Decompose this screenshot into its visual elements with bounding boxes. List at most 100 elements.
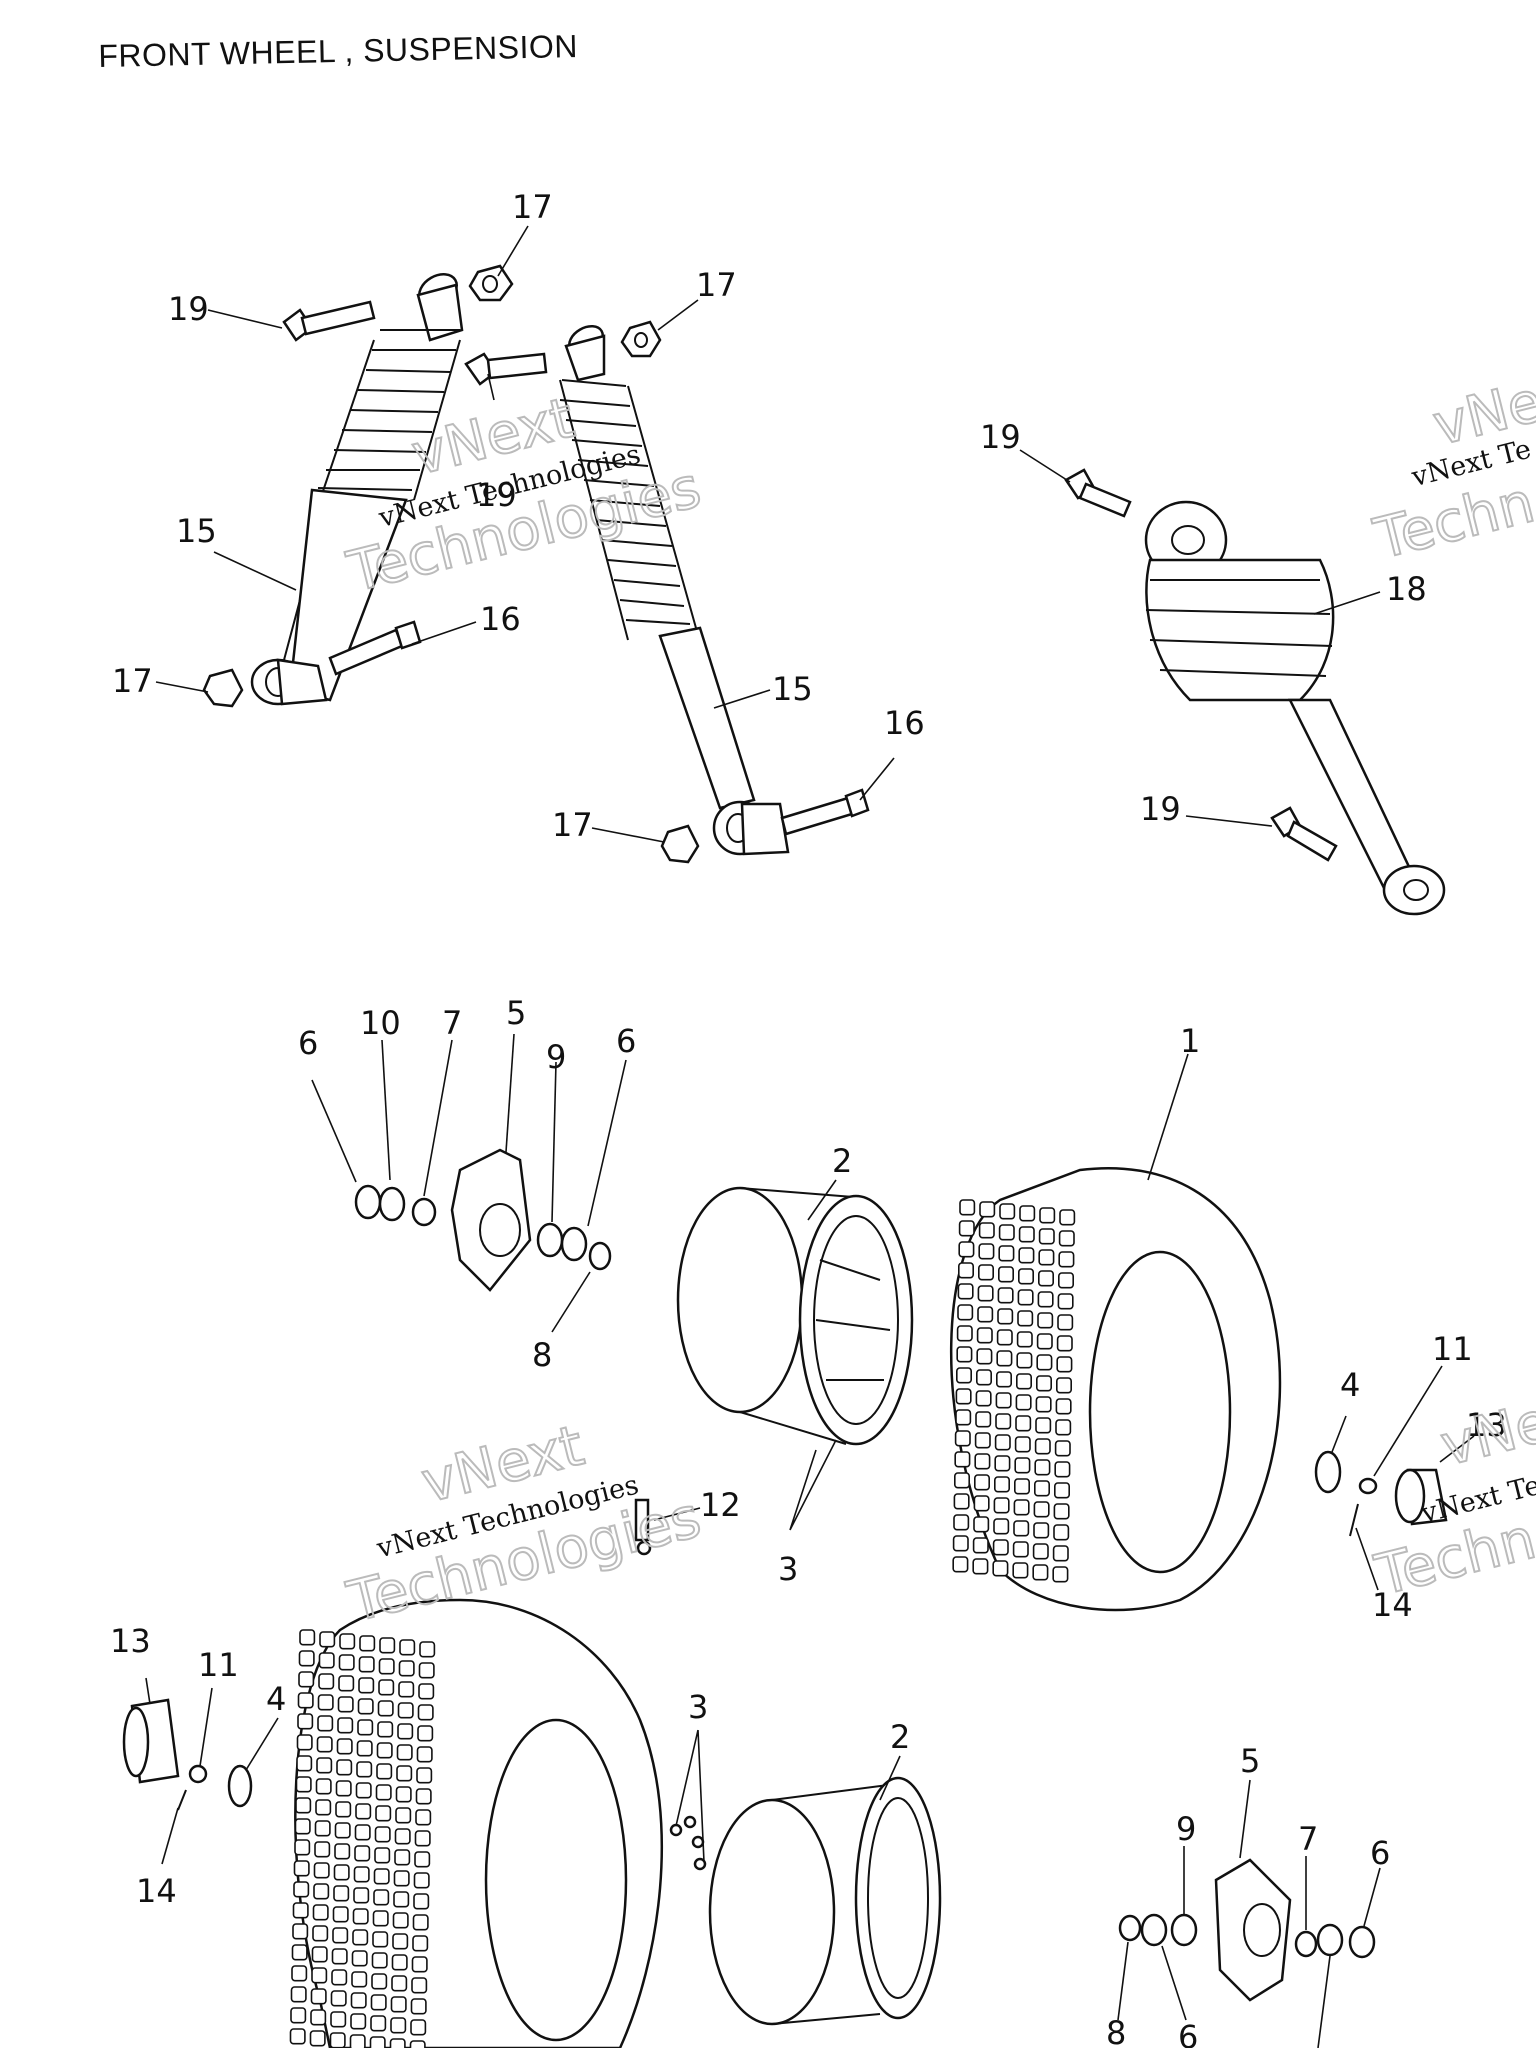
tread-block (395, 1786, 412, 1803)
tread-block (1058, 1230, 1075, 1247)
tread-block (395, 1807, 412, 1824)
hub-bearing-set-upper (354, 1148, 612, 1292)
tread-block (957, 1283, 974, 1300)
tread-block (975, 1369, 992, 1386)
tread-block (396, 1744, 413, 1761)
tread-block (410, 2019, 427, 2036)
bolt-19b (464, 352, 548, 386)
tread-block (289, 2028, 306, 2045)
tread-block (976, 1327, 993, 1344)
tread-block (317, 1694, 334, 1711)
tread-block (310, 2009, 327, 2026)
coil-spring-2 (559, 379, 697, 641)
callout-8: 8 (1106, 2014, 1126, 2048)
callout-5: 5 (1240, 1742, 1260, 1780)
tread-block (339, 1633, 356, 1650)
tread-block (392, 1933, 409, 1950)
tread-block (1033, 1501, 1050, 1518)
callout-labels: 17 17 19 15 16 17 19 15 16 17 19 18 19 6… (110, 188, 1507, 2048)
tread-block (411, 1977, 428, 1994)
tread-block (396, 1765, 413, 1782)
tread-block (354, 1824, 371, 1841)
tread-block (418, 1683, 435, 1700)
tread-block (1033, 1522, 1050, 1539)
tread-block (397, 1723, 414, 1740)
callout-18: 18 (1386, 570, 1427, 608)
tread-block (1056, 1377, 1073, 1394)
wheel-rim-upper (676, 1186, 914, 1446)
tread-block (956, 1325, 973, 1342)
tread-block (974, 1432, 991, 1449)
tread-block (1053, 1524, 1070, 1541)
tread-block (1013, 1499, 1030, 1516)
tread-block (974, 1453, 991, 1470)
tread-block (1056, 1356, 1073, 1373)
tread-block (291, 1965, 308, 1982)
tread-block (975, 1411, 992, 1428)
tread-block (350, 1992, 367, 2009)
tread-block (375, 1784, 392, 1801)
tread-block (298, 1650, 315, 1667)
tread-block (1014, 1457, 1031, 1474)
tread-block (1035, 1417, 1052, 1434)
tread-block (1018, 1247, 1035, 1264)
tread-block (1038, 1270, 1055, 1287)
bolts-3-lower (669, 1815, 707, 1871)
tread-block (992, 1539, 1009, 1556)
callout-8: 8 (532, 1336, 552, 1374)
callout-2: 2 (890, 1718, 910, 1756)
tread-block (376, 1763, 393, 1780)
tread-block (315, 1799, 332, 1816)
callout-2: 2 (832, 1142, 852, 1180)
tread-block (294, 1818, 311, 1835)
tread-block (952, 1556, 969, 1573)
tread-block (337, 1696, 354, 1713)
tread-block (958, 1241, 975, 1258)
tread-block (410, 1998, 427, 2015)
tread-block (1012, 1562, 1029, 1579)
tread-block (357, 1719, 374, 1736)
tread-block (318, 1673, 335, 1690)
callout-19: 19 (1140, 790, 1181, 828)
nut-17b (620, 320, 662, 358)
tread-block (993, 1497, 1010, 1514)
tread-block (393, 1891, 410, 1908)
watermark: vNext vNext Technologies Technologies (340, 385, 708, 607)
tread-block (409, 2040, 426, 2048)
callout-11: 11 (1432, 1330, 1473, 1368)
tread-block (994, 1434, 1011, 1451)
tread-block (978, 1222, 995, 1239)
callout-3: 3 (688, 1688, 708, 1726)
callout-19: 19 (980, 418, 1021, 456)
tread-block (976, 1348, 993, 1365)
tread-block (370, 1994, 387, 2011)
nut-17a (468, 264, 514, 302)
tread-block (378, 1658, 395, 1675)
tread-block (1055, 1419, 1072, 1436)
shock-absorber-right (1144, 500, 1446, 916)
tread-block (297, 1692, 314, 1709)
tread-block (333, 1864, 350, 1881)
nut-17c (202, 668, 244, 708)
watermark-outline-text: vNe (1435, 1389, 1536, 1479)
tread-block (397, 1702, 414, 1719)
callout-15: 15 (176, 512, 217, 550)
tread-block (1035, 1396, 1052, 1413)
tire-upper (949, 1166, 1282, 1612)
callout-11: 11 (198, 1646, 239, 1684)
tread-block (1057, 1293, 1074, 1310)
tread-block (998, 1245, 1015, 1262)
tread-block (1055, 1398, 1072, 1415)
tread-block (958, 1220, 975, 1237)
tread-block (391, 1975, 408, 1992)
tread-block (312, 1904, 329, 1921)
tread-block (1036, 1333, 1053, 1350)
tread-block (332, 1927, 349, 1944)
tread-block (295, 1797, 312, 1814)
tread-block (313, 1883, 330, 1900)
tread-block (392, 1912, 409, 1929)
tread-block (957, 1262, 974, 1279)
shock-absorber-middle (559, 325, 790, 856)
tread-block (292, 1902, 309, 1919)
tread-block (311, 1967, 328, 1984)
